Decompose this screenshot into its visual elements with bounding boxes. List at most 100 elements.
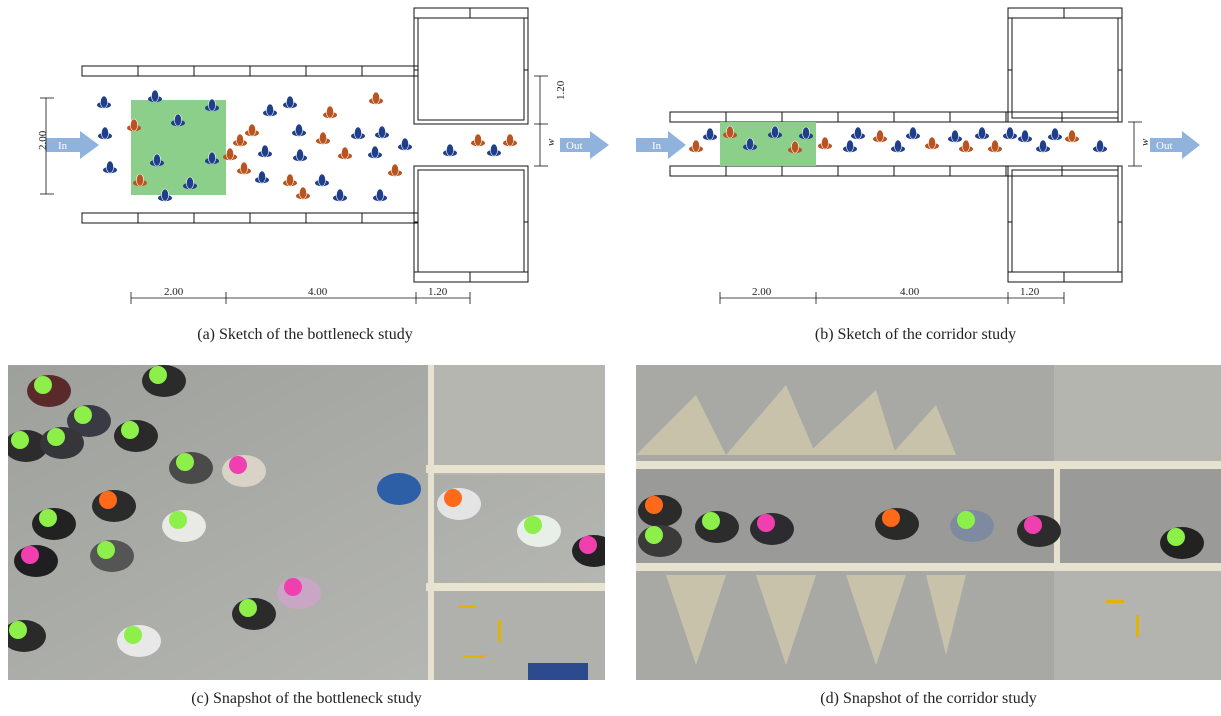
person-d-5 <box>950 510 994 542</box>
person-c-8 <box>377 473 421 505</box>
pedestrian-b-9 <box>851 126 865 140</box>
person-d-6 <box>1017 515 1061 547</box>
pedestrian-a-14 <box>258 144 272 158</box>
person-c-19 <box>32 508 76 540</box>
pedestrian-group-b <box>689 125 1107 154</box>
caption-d: (d) Snapshot of the corridor study <box>820 690 1037 707</box>
pedestrian-a-30 <box>283 173 297 187</box>
panel-a-bottleneck-sketch: In Out 2.00 1.20 w 2.00 4.00 1.20 <box>0 0 610 310</box>
corridor-bottom-label-2: 4.00 <box>900 286 920 298</box>
crowd-c <box>8 365 605 657</box>
corridor-floor <box>636 465 1221 565</box>
person-d-4 <box>875 508 919 540</box>
bottom-dimension <box>130 292 471 304</box>
pedestrian-b-22 <box>1065 129 1079 143</box>
pedestrian-a-33 <box>373 188 387 202</box>
pedestrian-a-36 <box>487 143 501 157</box>
pedestrian-a-22 <box>237 161 251 175</box>
pedestrian-b-16 <box>975 126 989 140</box>
pedestrian-a-4 <box>369 91 383 105</box>
pedestrian-b-13 <box>925 136 939 150</box>
bottom-dimension-label-2: 4.00 <box>308 286 328 298</box>
bottleneck-sketch-svg: In Out 2.00 1.20 w 2.00 4.00 1.20 <box>37 7 609 304</box>
pedestrian-b-8 <box>843 139 857 153</box>
corridor-bottom-label-1: 2.00 <box>752 286 772 298</box>
person-c-9 <box>437 488 481 520</box>
corridor-snapshot-photo <box>636 365 1221 680</box>
person-c-20 <box>8 620 46 652</box>
person-c-0 <box>27 375 71 407</box>
panel-b-corridor-sketch: In Out w 2.00 4.00 1.20 <box>610 0 1221 310</box>
right-dimension <box>534 75 548 167</box>
person-c-11 <box>162 510 206 542</box>
pedestrian-b-21 <box>1048 127 1062 141</box>
pedestrian-a-38 <box>263 103 277 117</box>
pedestrian-a-11 <box>375 125 389 139</box>
pedestrian-a-27 <box>183 176 197 190</box>
corridor-w-label: w <box>1139 138 1151 146</box>
lower-room-box <box>413 165 529 283</box>
pedestrian-a-39 <box>233 133 247 147</box>
pedestrian-a-12 <box>292 123 306 137</box>
pedestrian-b-15 <box>959 139 973 153</box>
corridor-green-area <box>720 122 816 166</box>
person-c-13 <box>90 540 134 572</box>
person-c-3 <box>8 430 48 462</box>
corridor-bottom-label-3: 1.20 <box>1020 286 1040 298</box>
person-d-7 <box>1160 527 1204 559</box>
pedestrian-a-34 <box>443 143 457 157</box>
pedestrian-b-6 <box>799 126 813 140</box>
pedestrian-b-10 <box>873 129 887 143</box>
corridor-upper-box <box>1007 7 1123 123</box>
pedestrian-a-9 <box>323 105 337 119</box>
pedestrian-b-11 <box>891 139 905 153</box>
pedestrian-b-3 <box>743 137 757 151</box>
bottleneck-snapshot-photo <box>8 365 605 680</box>
person-c-4 <box>40 427 84 459</box>
pedestrian-a-2 <box>205 98 219 112</box>
person-c-16 <box>117 625 161 657</box>
in-arrow: In <box>46 131 99 159</box>
pedestrian-a-24 <box>293 148 307 162</box>
person-d-3 <box>750 513 794 545</box>
person-c-6 <box>169 452 213 484</box>
pedestrian-a-28 <box>158 188 172 202</box>
upper-wall-panels <box>636 385 956 455</box>
person-c-2 <box>67 405 111 437</box>
pedestrian-b-12 <box>906 126 920 140</box>
person-d-0 <box>638 495 682 527</box>
pedestrian-a-21 <box>368 145 382 159</box>
left-dimension <box>40 97 54 195</box>
caption-a: (a) Sketch of the bottleneck study <box>197 326 413 343</box>
corridor-out-label: Out <box>1156 140 1173 152</box>
lower-wall-panels <box>666 575 966 665</box>
pedestrian-a-15 <box>316 131 330 145</box>
pedestrian-b-1 <box>703 127 717 141</box>
person-c-17 <box>517 515 561 547</box>
person-c-14 <box>277 577 321 609</box>
pedestrian-a-13 <box>398 137 412 151</box>
bottom-dimension-label-3: 1.20 <box>428 286 448 298</box>
pedestrian-a-8 <box>245 123 259 137</box>
pedestrian-b-17 <box>988 139 1002 153</box>
in-label: In <box>58 140 68 152</box>
pedestrian-a-10 <box>351 126 365 140</box>
pedestrian-a-3 <box>283 95 297 109</box>
person-c-12 <box>14 545 58 577</box>
top-wall <box>81 65 419 77</box>
pedestrian-a-17 <box>150 153 164 167</box>
pedestrian-b-0 <box>689 139 703 153</box>
person-c-1 <box>142 365 186 397</box>
pedestrian-b-4 <box>768 125 782 139</box>
corridor-lower-box <box>1007 165 1123 283</box>
left-dimension-label: 2.00 <box>37 130 49 150</box>
pedestrian-a-37 <box>503 133 517 147</box>
upper-room-floor <box>428 365 605 475</box>
pedestrian-a-31 <box>296 186 310 200</box>
person-d-2 <box>695 511 739 543</box>
corridor-bottom-wall <box>669 165 1119 177</box>
pedestrian-a-29 <box>388 163 402 177</box>
pedestrian-group-a <box>97 89 517 202</box>
pedestrian-b-14 <box>948 129 962 143</box>
pedestrian-a-7 <box>171 113 185 127</box>
